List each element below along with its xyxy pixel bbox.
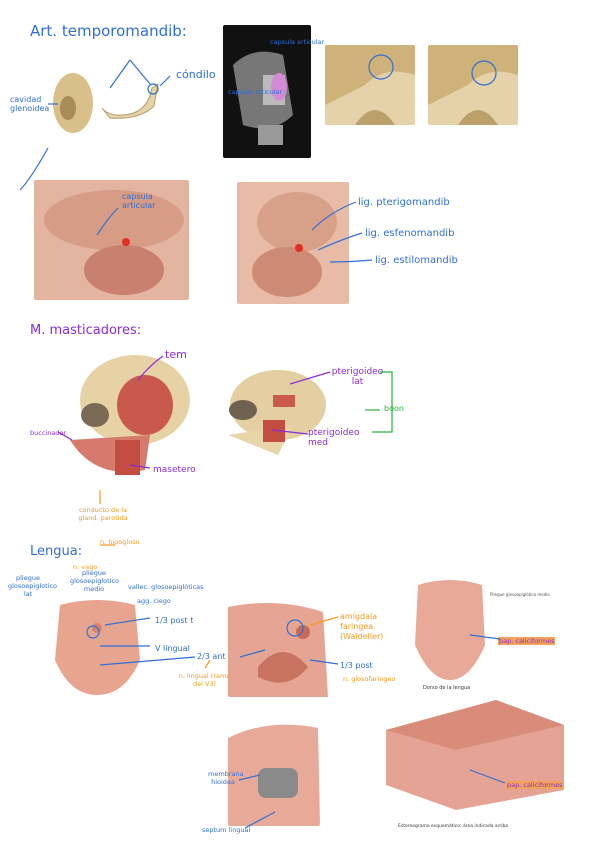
septum-lingual-label: septum lingual	[202, 826, 251, 834]
joint-photo-1	[325, 45, 415, 125]
conducto-label: conducto de la gland. parotida	[78, 506, 128, 522]
sagittal-head-upper	[228, 597, 336, 697]
pap-caliciformes-label: pap. caliciformes	[498, 637, 556, 645]
dos-tercios-ant-label: 2/3 ant	[197, 652, 226, 661]
section-title-masticadores: M. masticadores:	[30, 323, 142, 338]
pterigoideo-med-label: pterigoideo med	[308, 428, 360, 448]
tercio-post-label: 1/3 post t	[155, 616, 194, 625]
ligaments-photo	[237, 182, 349, 304]
valleculas-label: vallec. glosoepiglóticas	[128, 583, 204, 591]
skull-muscles-front	[55, 350, 195, 480]
dark-upper-label: capsula articular	[270, 38, 325, 46]
boon-label: boon	[384, 404, 404, 413]
joint-photo-2	[428, 45, 518, 125]
agg-ciego-label: agg. ciego	[137, 597, 171, 605]
capsula-articular-label: capsula articular	[122, 192, 156, 210]
n-vago-label: n. vago	[73, 563, 98, 571]
n-lingual-label: n. lingual (rama del V3)	[178, 672, 231, 688]
v-lingual-label: V lingual	[155, 644, 190, 653]
cavidad-glenoidea-label: cavidad glenoidea	[10, 95, 50, 113]
lig-estilomandib-label: lig. estilomandib	[375, 255, 458, 266]
amigdala-label: amígdala faringea (Waldeller)	[340, 612, 384, 641]
stereogram-caption: Estereograma esquemático: área indicada …	[398, 824, 509, 829]
lig-esfenomandib-label: lig. esfenomandib	[365, 228, 455, 239]
skull-lateral-image	[48, 68, 98, 138]
n-glosofaringeo-label: n. glosofaringeo	[343, 675, 396, 683]
section-title-lengua: Lengua:	[30, 544, 83, 559]
condilo-label: cóndilo	[176, 68, 216, 81]
n-hipogloso-label: n. hipogloso	[100, 538, 140, 546]
pterigoideo-lat-label: pterigoideo lat	[331, 367, 384, 387]
capsule-photo	[34, 180, 189, 300]
pap-caliciformes-2-label: pap. caliciformes	[506, 781, 564, 789]
papillae-stereogram	[386, 690, 566, 810]
tercio-post2-label: 1/3 post	[340, 661, 373, 670]
sagittal-head-lower	[228, 718, 320, 826]
membrana-hioidea-label: membrana hioidea	[208, 770, 244, 786]
tongue-dorsum-image	[45, 600, 150, 695]
masetero-label: masetero	[153, 465, 196, 475]
pliegue-lat-label: pliegue glosoepiglotico lat	[8, 574, 58, 598]
section-title-atm: Art. temporomandib:	[30, 22, 187, 40]
pliegue-medio-label: pliegue glosoepiglotico medio	[70, 569, 120, 593]
atlas-small-label: Pliegue glosoepiglótico medio	[490, 592, 550, 597]
tem-label: tem	[165, 348, 187, 361]
dark-lower-label: capsula articular	[228, 88, 283, 96]
tongue-atlas-image	[410, 580, 490, 680]
dorso-lengua-caption: Dorso de la lengua	[423, 685, 471, 691]
buccinador-label: buccinador	[30, 429, 67, 437]
atm-dark-diagram	[223, 25, 311, 158]
mandible-image	[100, 78, 160, 120]
lig-pterigomandib-label: lig. pterigomandib	[358, 197, 450, 208]
